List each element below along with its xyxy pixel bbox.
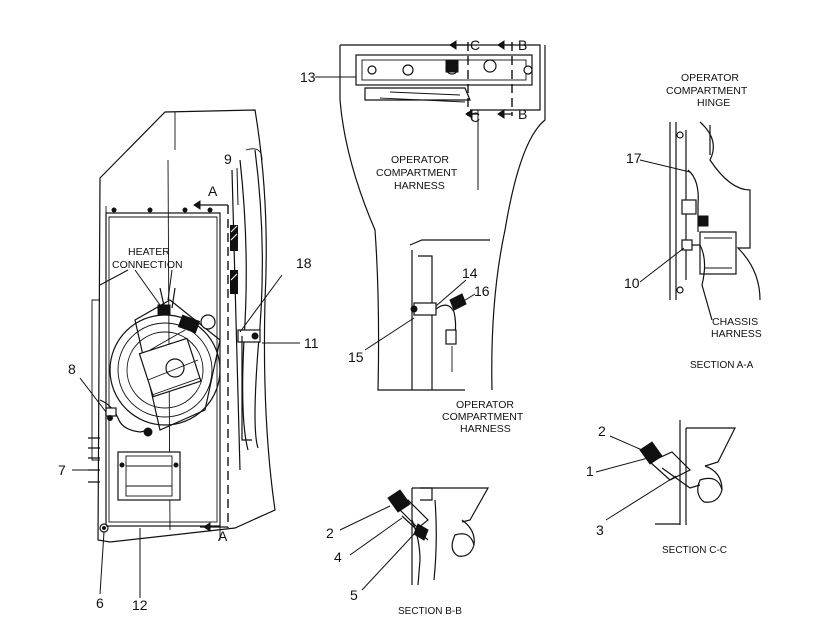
callout-9: 9 xyxy=(224,151,232,167)
svg-text:HEATER: HEATER xyxy=(128,246,170,258)
label-operator-harness-top: OPERATOR COMPARTMENT HARNESS xyxy=(376,154,458,192)
svg-text:HARNESS: HARNESS xyxy=(711,328,762,340)
section-aa-title: SECTION A-A xyxy=(690,360,754,371)
marker-b-bottom: B xyxy=(518,106,527,122)
callout-11: 11 xyxy=(304,335,319,351)
section-bb-view xyxy=(387,487,490,586)
aa-leaders xyxy=(639,159,691,283)
callout-15: 15 xyxy=(348,349,364,365)
section-cc-title: SECTION C-C xyxy=(662,545,727,556)
label-compartment-hinge: OPERATOR COMPARTMENT HINGE xyxy=(666,72,748,109)
heater-motor xyxy=(109,287,221,431)
marker-c-bottom: C xyxy=(470,109,480,125)
svg-text:HARNESS: HARNESS xyxy=(394,180,445,192)
callout-10: 10 xyxy=(624,275,640,291)
callout-18: 18 xyxy=(296,255,312,271)
callout-12: 12 xyxy=(132,597,148,613)
section-aa-view xyxy=(669,121,761,321)
svg-text:HARNESS: HARNESS xyxy=(460,423,511,435)
svg-text:OPERATOR: OPERATOR xyxy=(456,399,514,411)
callout-2-bb: 2 xyxy=(326,525,334,541)
bottom-component xyxy=(117,451,181,501)
svg-text:HINGE: HINGE xyxy=(697,97,730,109)
callout-5: 5 xyxy=(350,587,358,603)
callout-14: 14 xyxy=(462,265,478,281)
main-view xyxy=(88,109,276,543)
operator-compartment-view xyxy=(339,40,546,391)
callout-2-cc: 2 xyxy=(598,423,606,439)
marker-a-top: A xyxy=(208,183,218,199)
callout-6: 6 xyxy=(96,595,104,611)
svg-text:OPERATOR: OPERATOR xyxy=(391,154,449,166)
marker-b-top: B xyxy=(518,37,527,53)
callout-4: 4 xyxy=(334,549,342,565)
callout-16: 16 xyxy=(474,283,490,299)
callout-7: 7 xyxy=(58,462,66,478)
callout-17: 17 xyxy=(626,150,642,166)
callout-3: 3 xyxy=(596,522,604,538)
callout-8: 8 xyxy=(68,361,76,377)
top-leaders xyxy=(315,76,476,351)
bb-leaders xyxy=(339,505,417,591)
marker-a-bottom: A xyxy=(218,528,228,544)
svg-text:OPERATOR: OPERATOR xyxy=(681,72,739,84)
svg-text:COMPARTMENT: COMPARTMENT xyxy=(666,85,748,97)
marker-c-top: C xyxy=(470,37,480,53)
svg-text:CONNECTION: CONNECTION xyxy=(112,259,183,271)
label-chassis-harness: CHASSIS HARNESS xyxy=(711,316,762,340)
svg-text:CHASSIS: CHASSIS xyxy=(712,316,758,328)
svg-text:COMPARTMENT: COMPARTMENT xyxy=(376,167,458,179)
main-leaders xyxy=(72,167,300,598)
bracket-13 xyxy=(355,54,533,86)
callout-1: 1 xyxy=(586,463,594,479)
cc-leaders xyxy=(595,435,677,521)
section-cc-view xyxy=(639,420,736,525)
svg-text:COMPARTMENT: COMPARTMENT xyxy=(442,411,524,423)
section-bb-title: SECTION B-B xyxy=(398,606,462,617)
label-operator-harness-bottom: OPERATOR COMPARTMENT HARNESS xyxy=(442,399,524,435)
label-heater-connection: HEATER CONNECTION xyxy=(112,246,183,271)
callout-13: 13 xyxy=(300,69,316,85)
